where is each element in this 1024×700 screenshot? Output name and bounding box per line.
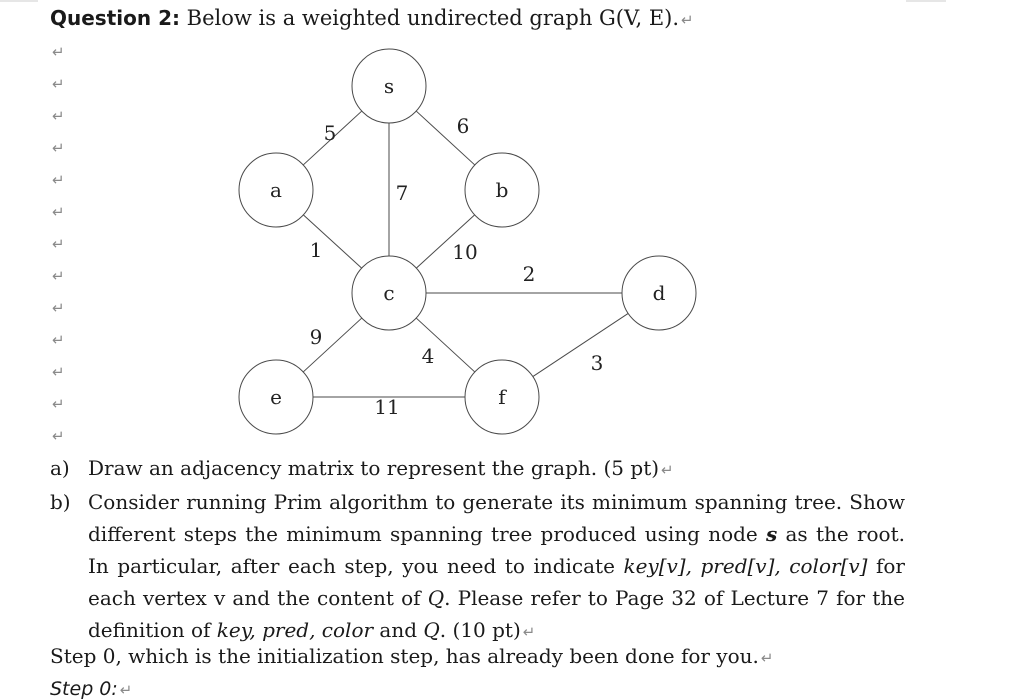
- paragraph-mark-icon: ↵: [760, 649, 774, 667]
- part-b-q1: Q: [427, 586, 445, 610]
- part-a-letter: a): [50, 456, 70, 480]
- edge-weight-e-f: 11: [374, 395, 399, 419]
- part-b-q2: Q: [423, 618, 440, 642]
- paragraph-mark-icon: ↵: [52, 107, 65, 125]
- node-d: [621, 255, 697, 331]
- edge-s-a: [302, 110, 363, 166]
- node-s: [351, 48, 427, 124]
- node-label-b: b: [496, 178, 509, 202]
- paragraph-mark-icon: ↵: [522, 623, 536, 641]
- part-b-text-3: for each vertex v and the content of: [88, 554, 905, 610]
- paragraph-mark-icon: ↵: [52, 235, 65, 253]
- node-c: [351, 255, 427, 331]
- part-b-text-1: Consider running Prim algorithm to gener…: [88, 490, 905, 546]
- edge-a-c: [303, 214, 362, 269]
- node-label-s: s: [384, 74, 394, 98]
- node-e: [238, 359, 314, 435]
- paragraph-mark-icon: ↵: [52, 395, 65, 413]
- paragraph-mark-icon: ↵: [52, 267, 65, 285]
- paragraph-mark-icon: ↵: [52, 43, 65, 61]
- paragraph-mark-icon: ↵: [52, 171, 65, 189]
- part-b-text-4: . Please refer to Page 32 of Lecture 7 f…: [88, 586, 905, 642]
- paragraph-mark-icon: ↵: [661, 461, 674, 479]
- edge-weight-s-a: 5: [324, 121, 337, 145]
- paragraph-mark-icon: ↵: [119, 681, 133, 699]
- edge-c-f: [415, 317, 476, 373]
- step0-note-text: Step 0, which is the initialization step…: [50, 644, 759, 668]
- edge-weight-s-b: 6: [457, 114, 470, 138]
- edge-weight-c-d: 2: [523, 262, 536, 286]
- part-b: b) Consider running Prim algorithm to ge…: [50, 486, 905, 648]
- edge-weight-c-e: 9: [310, 325, 323, 349]
- question-parts: a) Draw an adjacency matrix to represent…: [50, 452, 905, 648]
- question-title: Question 2: Below is a weighted undirect…: [50, 6, 694, 30]
- step0-heading: Step 0:↵: [50, 676, 132, 700]
- paragraph-mark-icon: ↵: [52, 363, 65, 381]
- graph-nodes: s a b c d e f: [238, 48, 697, 435]
- paragraph-mark-icon: ↵: [52, 139, 65, 157]
- part-b-vars: key[v], pred[v], color[v]: [623, 554, 868, 578]
- node-label-e: e: [270, 385, 282, 409]
- paragraph-mark-icon: ↵: [681, 11, 694, 29]
- part-b-letter: b): [50, 490, 71, 514]
- part-a-text: Draw an adjacency matrix to represent th…: [88, 452, 905, 486]
- header-rule-left: [0, 0, 38, 2]
- paragraph-mark-icon: ↵: [52, 427, 65, 445]
- edge-c-e: [302, 317, 363, 373]
- paragraph-mark-icon: ↵: [52, 203, 65, 221]
- part-b-root: s: [766, 522, 778, 546]
- edge-weight-f-d: 3: [591, 351, 604, 375]
- edge-f-d: [532, 313, 629, 377]
- node-label-d: d: [653, 281, 666, 305]
- paragraph-mark-icon: ↵: [52, 75, 65, 93]
- header-rule-right: [906, 0, 946, 2]
- part-b-text-6: . (10 pt): [439, 618, 521, 642]
- edge-weight-c-f: 4: [422, 344, 435, 368]
- part-b-text: Consider running Prim algorithm to gener…: [88, 486, 905, 648]
- edge-weight-a-c: 1: [310, 238, 323, 262]
- node-label-f: f: [498, 385, 507, 409]
- part-a: a) Draw an adjacency matrix to represent…: [50, 452, 905, 486]
- part-a-body: Draw an adjacency matrix to represent th…: [88, 456, 660, 480]
- node-b: [464, 152, 540, 228]
- part-b-defs: key, pred, color: [216, 618, 374, 642]
- step0-note: Step 0, which is the initialization step…: [50, 644, 773, 668]
- question-label: Question 2:: [50, 6, 180, 30]
- node-label-a: a: [270, 178, 282, 202]
- node-label-c: c: [383, 281, 394, 305]
- edge-s-b: [415, 110, 476, 166]
- edge-b-c: [416, 214, 475, 269]
- part-b-text-2: as the root. In particular, after each s…: [88, 522, 905, 578]
- paragraph-mark-icon: ↵: [52, 331, 65, 349]
- question-text: Below is a weighted undirected graph G(V…: [179, 6, 680, 30]
- edge-weight-s-c: 7: [396, 181, 409, 205]
- part-b-text-5: and: [373, 618, 424, 642]
- graph-edge-weights: 5 6 7 1 10 2 9 4 3 11: [310, 114, 604, 419]
- node-a: [238, 152, 314, 228]
- graph-edges: [302, 110, 629, 398]
- paragraph-mark-icon: ↵: [52, 299, 65, 317]
- node-f: [464, 359, 540, 435]
- step0-label: Step 0:: [50, 678, 118, 700]
- edge-weight-b-c: 10: [452, 240, 477, 264]
